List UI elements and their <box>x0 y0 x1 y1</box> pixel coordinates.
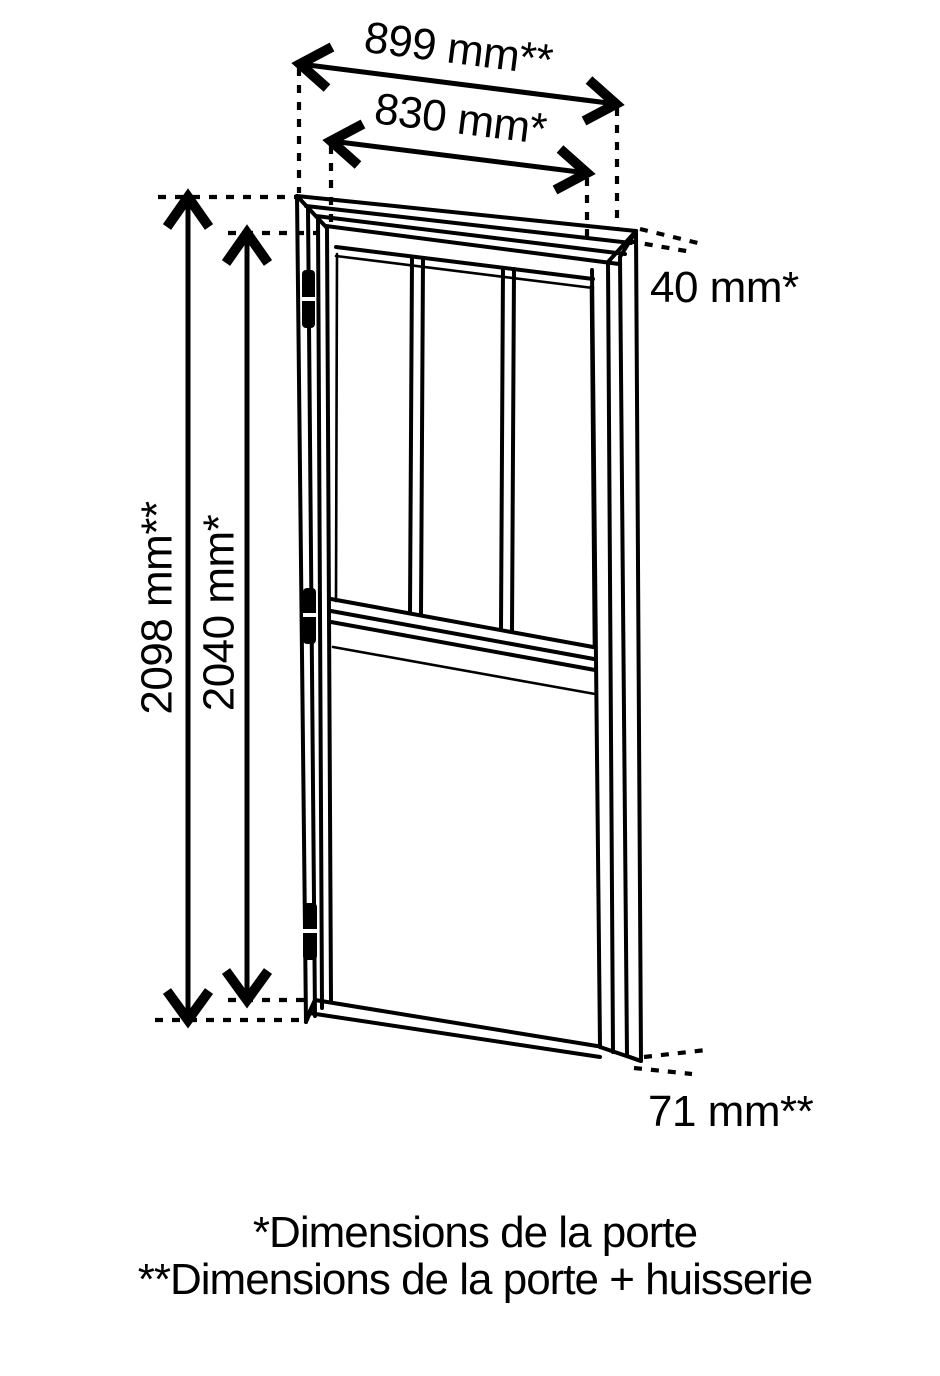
dimension-door-width: 830 mm* <box>322 84 596 195</box>
arrowhead-top-icon <box>162 188 214 230</box>
door-frame-head <box>295 194 638 266</box>
arrowhead-left-icon <box>291 42 335 92</box>
arrowhead-right-icon <box>581 76 625 126</box>
outer-height-label: 2098 mm** <box>133 501 182 715</box>
door-height-label: 2040 mm* <box>195 514 244 711</box>
arrowhead-bottom-icon <box>221 968 273 1009</box>
middle-rail <box>329 597 597 696</box>
arrowhead-left-icon <box>322 119 366 169</box>
dimension-door-height: 2040 mm* <box>195 224 273 1009</box>
legend: *Dimensions de la porte **Dimensions de … <box>138 1208 814 1304</box>
legend-line-1: *Dimensions de la porte <box>253 1208 697 1257</box>
arrowhead-right-icon <box>552 145 596 195</box>
hinges <box>302 270 317 960</box>
hinge-middle <box>303 588 316 644</box>
bottom-rail <box>307 998 602 1059</box>
hinge-top <box>302 270 315 328</box>
arrowhead-top-icon <box>221 224 273 266</box>
arrowhead-bottom-icon <box>162 988 214 1029</box>
door-frame-right-jamb <box>590 229 643 1063</box>
glass-section <box>334 245 596 650</box>
legend-line-2: **Dimensions de la porte + huisserie <box>138 1255 813 1304</box>
door-thickness-label: 40 mm* <box>650 263 799 312</box>
dashed-reference-lines <box>155 68 707 1077</box>
dimension-outer-height: 2098 mm** <box>133 188 214 1029</box>
hinge-bottom <box>303 903 317 960</box>
frame-depth-label: 71 mm** <box>648 1087 814 1136</box>
